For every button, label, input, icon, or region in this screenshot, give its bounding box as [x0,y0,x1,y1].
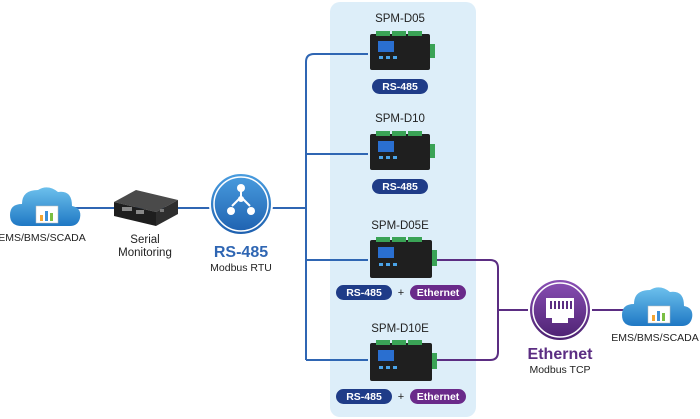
rs485-badge [336,285,392,300]
rs485-badge-label: RS-485 [346,391,382,403]
ethernet-badge [410,389,466,404]
rs485-badge-label: RS-485 [382,181,418,193]
device-panel [330,2,476,417]
rs485-badge [372,179,428,194]
left-host-label: EMS/BMS/SCADA [0,232,86,244]
rs485-badge [372,79,428,94]
ethernet-hub-title: Ethernet [528,346,594,363]
ethernet-badge-label: Ethernet [417,391,460,403]
rs485-badge-label: RS-485 [382,81,418,93]
device-spm-d05: SPM-D05 RS-485 [370,13,435,94]
plus-sign: + [398,391,404,403]
device-spm-d10e: SPM-D10E RS-485 + Ethernet [336,323,466,404]
meter-icon [370,31,435,70]
gateway-box-icon [114,190,178,226]
device-name: SPM-D05E [371,220,429,232]
right-cloud-icon [622,287,693,326]
device-spm-d10: SPM-D10 RS-485 [370,113,435,194]
ethernet-badge [410,285,466,300]
plus-sign: + [398,287,404,299]
network-hub-icon [209,172,273,236]
device-name: SPM-D10E [371,323,429,335]
right-host-label: EMS/BMS/SCADA [611,332,699,344]
meter-icon [370,131,435,170]
device-name: SPM-D05 [375,13,425,25]
rs485-badge [336,389,392,404]
ethernet-badge-label: Ethernet [417,287,460,299]
device-name: SPM-D10 [375,113,425,125]
ethernet-hub-subtitle: Modbus TCP [529,364,590,376]
meter-icon [370,340,437,381]
gateway-label-line2: Monitoring [118,247,172,259]
left-cloud-icon [10,187,81,226]
rs485-hub-title: RS-485 [214,244,268,261]
device-spm-d05e: SPM-D05E RS-485 + Ethernet [336,220,466,300]
gateway-label-line1: Serial [130,234,159,246]
rs485-hub-subtitle: Modbus RTU [210,262,272,274]
rs485-badge-label: RS-485 [346,287,382,299]
meter-icon [370,237,437,278]
rj45-port-icon [528,278,592,342]
